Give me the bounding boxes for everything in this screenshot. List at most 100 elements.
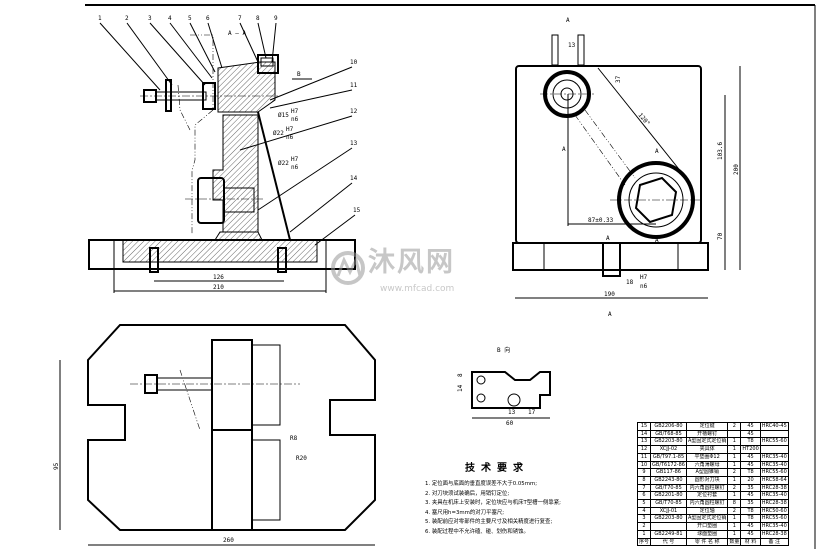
part-balloon: 15	[353, 207, 361, 214]
cell	[759, 445, 789, 454]
cell: XCJJ-02	[650, 445, 687, 454]
part-balloon: 11	[350, 82, 358, 89]
cell: 45	[740, 429, 761, 439]
cell: 15	[636, 422, 652, 431]
cell: GB/T6172-86	[650, 460, 687, 470]
cell: 圆形对刀块	[685, 475, 729, 485]
dim-37: 37	[615, 75, 622, 83]
cell: 夹具体	[685, 445, 729, 454]
part-balloon: 8	[256, 15, 260, 22]
section-mark: A	[562, 146, 566, 153]
leader-line	[207, 22, 223, 69]
cell: 1	[636, 529, 652, 539]
cell: 3	[636, 514, 652, 524]
leader-line	[189, 22, 216, 73]
leader-line	[314, 214, 356, 246]
section-mark: A	[655, 237, 659, 244]
dim-87: 87±0.33	[588, 217, 614, 224]
tech-req-item: 4. 塞尺用h=3mm的对刀平塞尺;	[425, 509, 505, 516]
cell: 六角薄螺母	[685, 460, 729, 470]
cell: 45	[740, 522, 761, 531]
cell: 定位衬套	[685, 491, 729, 501]
cell: 1	[727, 529, 742, 539]
cell: 1	[727, 460, 742, 470]
leader-line	[99, 22, 161, 91]
tech-req-title: 技术要求	[465, 463, 529, 474]
cell: GB117-86	[650, 468, 687, 477]
cell: 35	[740, 499, 761, 508]
cell: 12	[636, 445, 652, 454]
leader-line	[239, 115, 353, 151]
leader-line	[239, 22, 259, 63]
dim-260: 260	[223, 537, 234, 544]
cell	[759, 429, 789, 439]
cell: GB2203-80	[650, 514, 687, 524]
cell: HRC58-64	[759, 475, 789, 485]
cell: GB2201-80	[650, 491, 687, 501]
watermark-icon	[331, 251, 365, 285]
cell: 2	[727, 483, 742, 493]
part-balloon: 1	[98, 15, 102, 22]
cell: 10	[636, 460, 652, 470]
cell: 开槽螺钉	[685, 429, 729, 439]
cell: 45	[740, 422, 761, 431]
cell: HRC35-40	[759, 491, 789, 501]
part-balloon: 12	[350, 108, 358, 115]
plan-view: 95 260 R8 R20	[53, 324, 376, 546]
view-marker-b: B	[297, 71, 301, 78]
cell: GB2206-80	[650, 422, 687, 431]
section-mark: A	[566, 17, 570, 24]
leader-line	[271, 22, 277, 63]
fit-3-upper: H7	[291, 156, 299, 163]
cell: 1	[727, 452, 742, 462]
cell: 内六角圆柱螺钉	[685, 499, 729, 508]
leader-line	[126, 22, 173, 86]
tech-req-item: 2. 对刀块须试装确后，用销钉定位;	[425, 490, 510, 497]
leader-line	[169, 22, 213, 79]
cell: T8	[740, 437, 761, 447]
cell	[727, 429, 742, 439]
cell: 4	[636, 506, 652, 516]
watermark-logo: 沐风网 www.mfcad.com	[330, 248, 500, 298]
part-balloon: 4	[168, 15, 172, 22]
dim-8: 8	[457, 373, 464, 377]
cell: 45	[740, 529, 761, 539]
cell: 6	[636, 491, 652, 501]
dim-13: 13	[568, 42, 576, 49]
technical-requirements: 技术要求 1. 定位面与底面的垂直度误差不大于0.05mm; 2. 对刀块须试装…	[425, 462, 630, 538]
cell: HRC55-60	[759, 437, 789, 447]
cell: T8	[740, 514, 761, 524]
cell: A型固定式定位销	[685, 437, 729, 447]
watermark-url: www.mfcad.com	[380, 284, 455, 294]
cell: 内六角圆柱螺钉	[685, 483, 729, 493]
cell: A型圆锥销	[685, 468, 729, 477]
cell: 2	[727, 468, 742, 477]
cell: T8	[740, 468, 761, 477]
cell: 2	[727, 422, 742, 431]
cell: 11	[636, 452, 652, 462]
cell: 20	[740, 475, 761, 485]
cell: HRC35-40	[759, 522, 789, 531]
fit-label-2: Ø22	[273, 130, 284, 137]
cell: GB2249-81	[650, 529, 687, 539]
leader-line	[269, 66, 353, 101]
cell: HRC55-60	[759, 468, 789, 477]
cell: HT200	[740, 445, 761, 454]
cell: 2	[636, 522, 652, 531]
cell: 平垫圈Φ12	[685, 452, 729, 462]
cell: 1	[727, 491, 742, 501]
dim-14: 14	[457, 384, 464, 392]
cell: 35	[740, 483, 761, 493]
cell: HRC28-38	[759, 499, 789, 508]
cell: 开口垫圈	[685, 522, 729, 531]
dim-60: 60	[506, 420, 514, 427]
